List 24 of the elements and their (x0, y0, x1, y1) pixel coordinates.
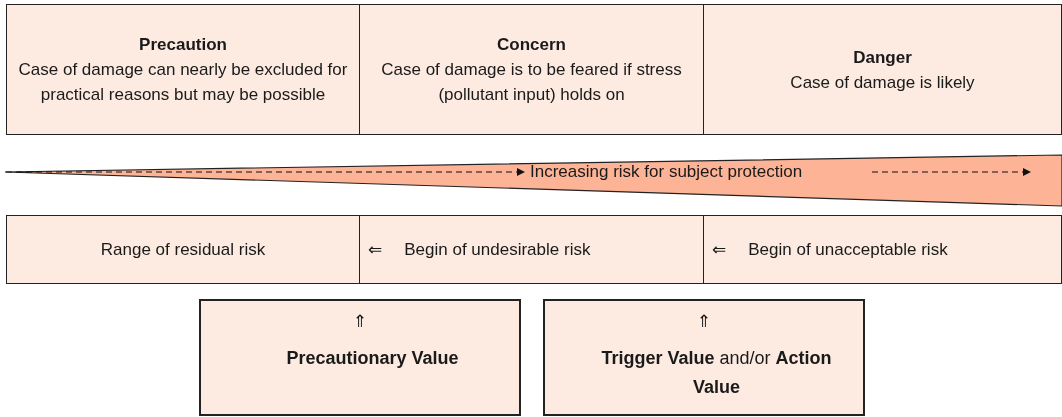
double-arrow-icon: ⇐ (368, 237, 383, 262)
range-label: Range of residual risk (100, 239, 266, 261)
double-arrow-icon: ⇐ (712, 237, 727, 262)
range-label: Begin of unacceptable risk (748, 239, 948, 261)
range-label: Begin of undesirable risk (404, 239, 591, 261)
category-description: Case of damage can nearly be excluded for practical reasons but may be possible (17, 59, 349, 106)
category-description: Case of damage is to be feared if stress (pollutant input) holds on (380, 59, 683, 106)
category-box (703, 4, 1062, 135)
double-arrow-icon: ⇑ (352, 309, 368, 334)
scale-label: Increasing risk for subject protection (530, 161, 803, 183)
value-box (199, 299, 521, 416)
value-label: Trigger Value and/or Action Value (600, 347, 833, 399)
risk-range-box (703, 215, 1062, 284)
risk-range-box (6, 215, 360, 284)
category-heading: Concern (496, 34, 567, 56)
value-box (543, 299, 865, 416)
category-description: Case of damage is likely (789, 71, 976, 94)
category-heading: Danger (852, 46, 913, 69)
category-heading: Precaution (138, 34, 228, 56)
double-arrow-icon: ⇑ (696, 309, 712, 334)
category-box (359, 4, 704, 135)
risk-range-box (359, 215, 704, 284)
value-label: Precautionary Value (285, 347, 460, 370)
category-box (6, 4, 360, 135)
